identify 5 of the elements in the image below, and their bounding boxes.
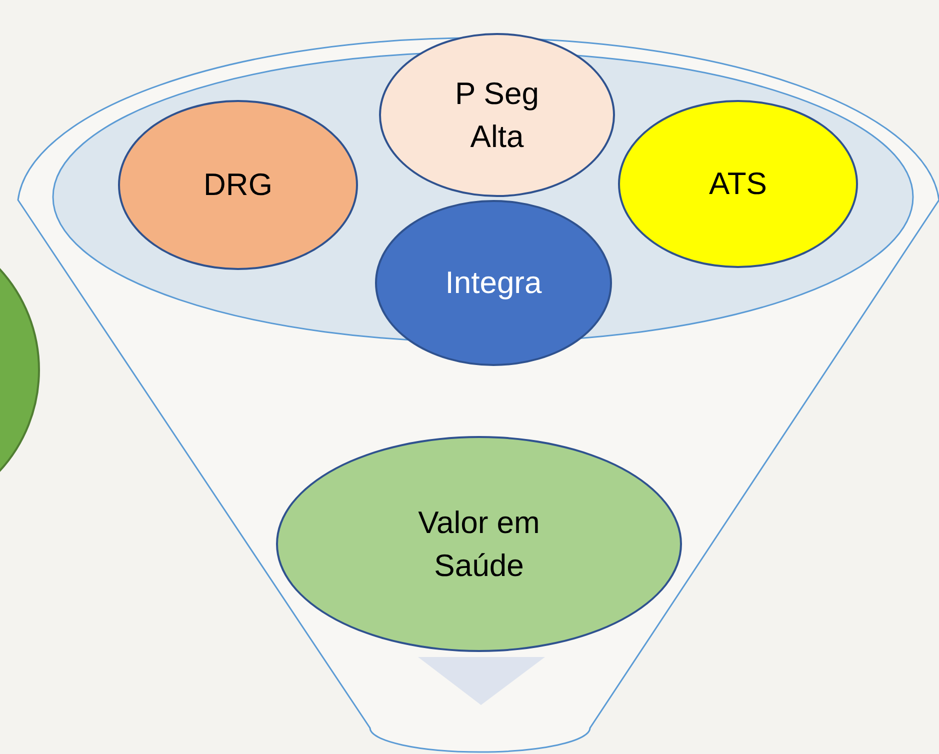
node-label: P Seg Alta bbox=[454, 74, 540, 156]
node-label: Integra bbox=[445, 264, 542, 302]
node-label: Valor em Saúde bbox=[417, 504, 541, 585]
node-label: ATS bbox=[709, 165, 767, 204]
node-label: DRG bbox=[204, 166, 272, 204]
